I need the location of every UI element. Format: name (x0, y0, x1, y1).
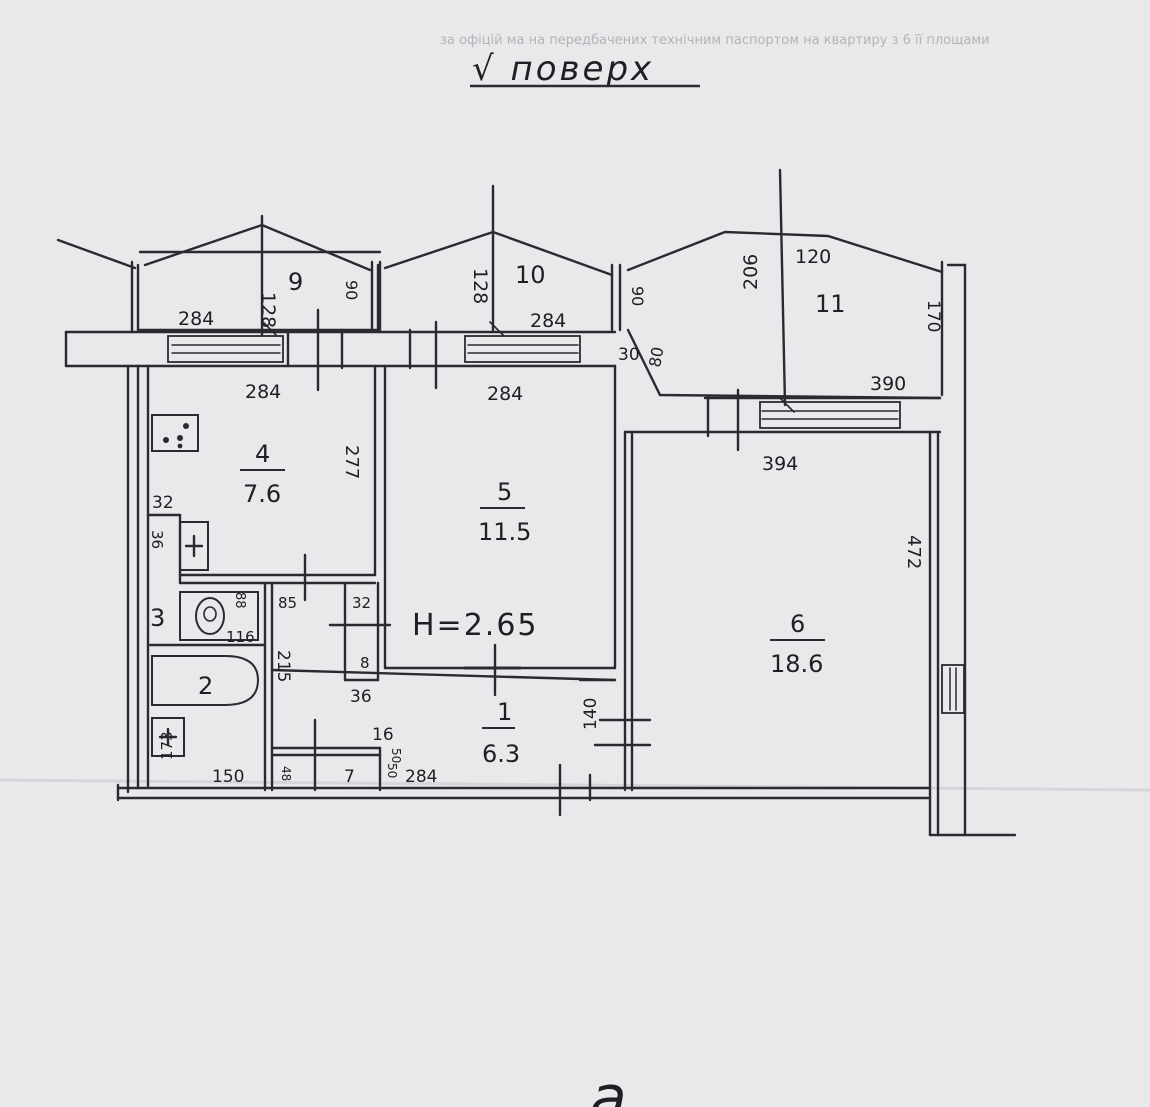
dim-hall-36: 36 (350, 687, 372, 707)
room-1-number: 1 (497, 698, 512, 726)
dim-balcony9-depth: 128 (257, 292, 279, 328)
dim-room6-depth: 472 (903, 535, 924, 569)
room-4-number: 4 (255, 440, 270, 468)
room-5-area: 11.5 (478, 518, 531, 546)
room-4-area: 7.6 (243, 480, 281, 508)
dim-balcony9-width: 284 (178, 308, 214, 330)
paper-fold (0, 778, 1150, 792)
dim-bath-173: 173 (158, 731, 176, 760)
footer-mark: а (590, 1063, 627, 1107)
dim-wall-30: 30 (618, 345, 640, 365)
ceiling-height: H=2.65 (412, 608, 539, 643)
dim-balcony10-width: 284 (530, 310, 566, 332)
dim-hall-140: 140 (581, 698, 601, 730)
dim-balcony9-side: 90 (342, 280, 361, 300)
room-9-number: 9 (288, 268, 303, 296)
dim-balcony10-depth: 128 (469, 268, 491, 304)
dim-kitchen-niche-h: 36 (148, 530, 166, 549)
dim-bottom-284: 284 (405, 767, 437, 787)
room-6-number: 6 (790, 610, 805, 638)
dim-bath-215: 215 (273, 650, 293, 682)
dim-kitchen-depth: 277 (341, 445, 362, 479)
dim-balcony11-side-left: 90 (628, 286, 647, 306)
dim-closet-8: 8 (360, 654, 370, 672)
dim-closet-32: 32 (352, 594, 371, 612)
stove-icon (163, 423, 189, 449)
room-11-number: 11 (815, 290, 846, 318)
dim-bottom-48: 48 (279, 766, 293, 781)
dim-kitchen-niche-w: 32 (152, 493, 174, 513)
dim-room11-width: 390 (870, 373, 906, 395)
print-line: за офіцій ма на передбачених технічним п… (440, 33, 990, 48)
room-1-area: 6.3 (482, 740, 520, 768)
dim-balcony11-top: 120 (795, 246, 831, 268)
dim-bath-150: 150 (212, 767, 244, 787)
dim-wc-88: 88 (232, 592, 247, 609)
room-2-number: 2 (198, 672, 213, 700)
dim-kitchen-width: 284 (245, 381, 281, 403)
dim-room5-width: 284 (487, 383, 523, 405)
plan-lines (56, 168, 1017, 837)
room-5-number: 5 (497, 478, 512, 506)
dim-bottom-7: 7 (344, 767, 355, 787)
floor-title: √ поверх (472, 49, 654, 89)
dim-wc-116: 116 (226, 628, 255, 646)
dim-wc-85: 85 (278, 594, 297, 612)
dimension-labels: 128 90 284 128 284 90 120 206 170 30 80 … (148, 246, 943, 787)
room-6-area: 18.6 (770, 650, 823, 678)
dim-balcony11-side-right: 170 (923, 300, 943, 332)
dim-hall-50: 50 (389, 748, 403, 763)
dim-bottom-50: 50 (385, 763, 399, 778)
room-10-number: 10 (515, 261, 546, 289)
room-3-number: 3 (150, 604, 165, 632)
dim-balcony11-depth: 206 (740, 254, 762, 290)
room-labels: 4 7.6 5 11.5 6 18.6 1 6.3 2 3 9 10 11 H=… (150, 261, 846, 768)
dim-hall-16: 16 (372, 725, 394, 745)
dim-room6-width: 394 (762, 453, 798, 475)
dim-wall-80: 80 (645, 345, 667, 368)
